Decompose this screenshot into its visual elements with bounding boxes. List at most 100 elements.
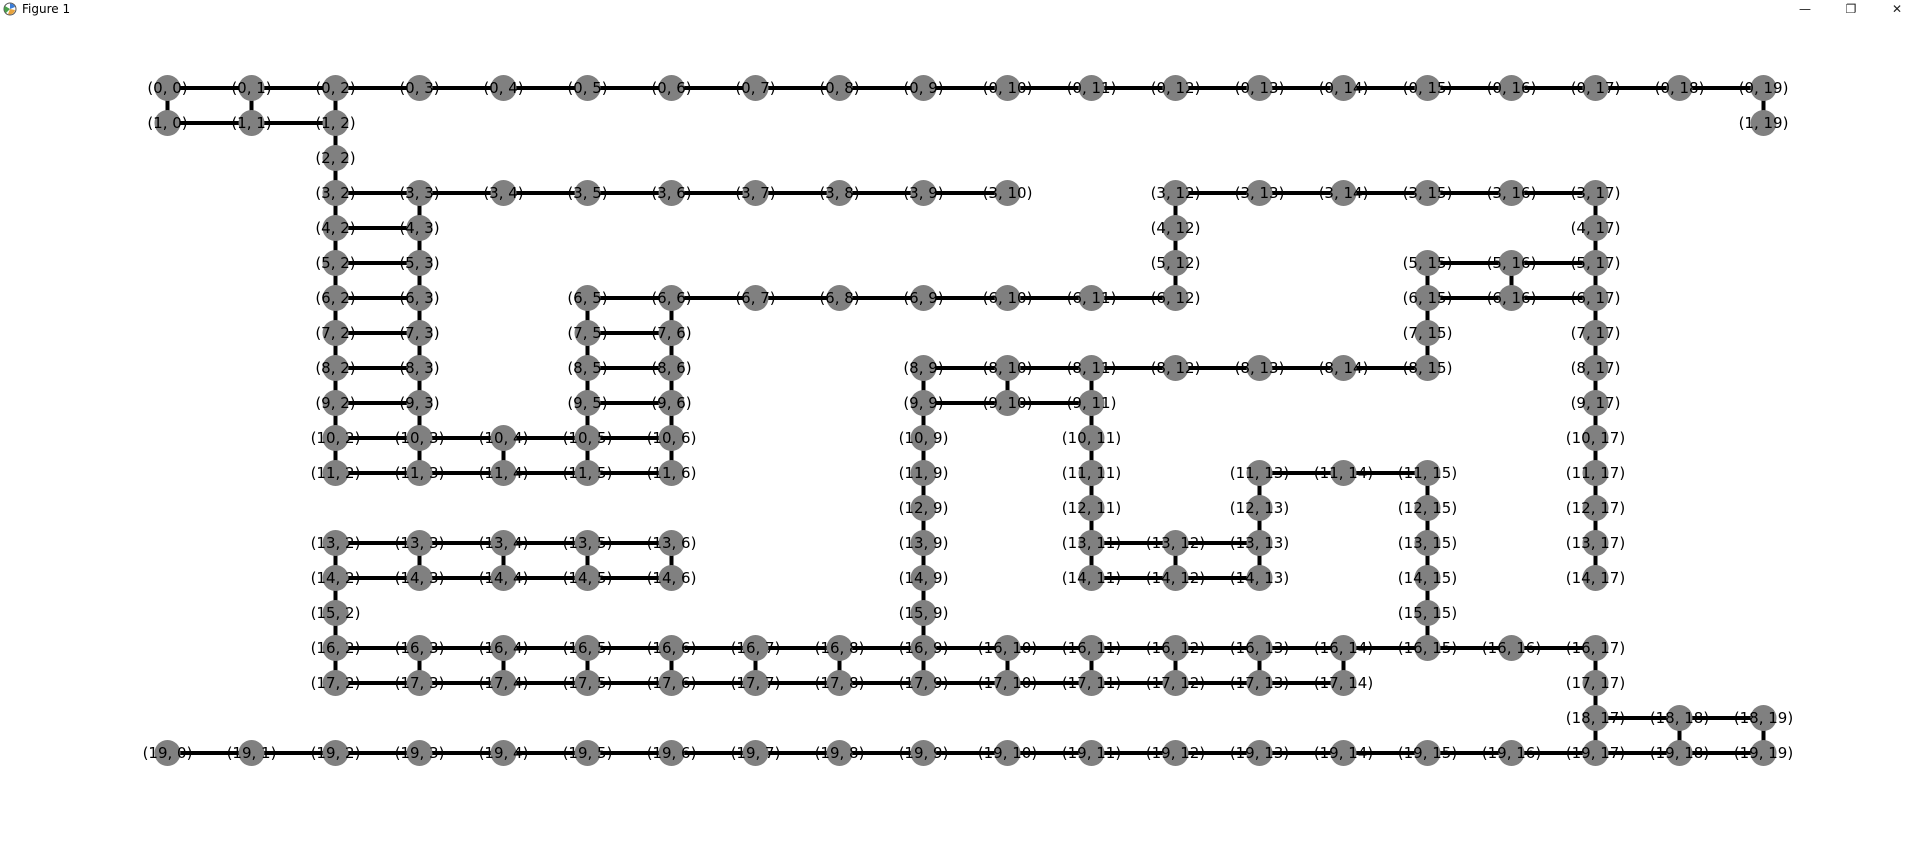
graph-node bbox=[406, 320, 433, 346]
graph-node bbox=[910, 635, 937, 661]
graph-node bbox=[238, 740, 265, 766]
graph-node bbox=[994, 635, 1021, 661]
node-label: (0, 13) bbox=[1235, 79, 1285, 97]
node-label: (6, 7) bbox=[735, 289, 775, 307]
node-label: (19, 10) bbox=[978, 744, 1037, 762]
graph-node bbox=[322, 530, 349, 556]
graph-node bbox=[994, 75, 1021, 101]
graph-node bbox=[1162, 180, 1189, 206]
graph-node bbox=[574, 740, 601, 766]
node-label: (16, 14) bbox=[1314, 639, 1373, 657]
node-label: (8, 9) bbox=[903, 359, 943, 377]
node-label: (14, 4) bbox=[479, 569, 529, 587]
node-label: (8, 15) bbox=[1403, 359, 1453, 377]
graph-node bbox=[406, 670, 433, 696]
graph-node bbox=[322, 180, 349, 206]
graph-node bbox=[1582, 460, 1609, 486]
minimize-button[interactable]: — bbox=[1799, 2, 1811, 16]
graph-node bbox=[490, 180, 517, 206]
graph-node bbox=[1666, 740, 1693, 766]
graph-node bbox=[1162, 565, 1189, 591]
graph-node bbox=[658, 355, 685, 381]
node-label: (6, 11) bbox=[1067, 289, 1117, 307]
node-label: (1, 1) bbox=[231, 114, 271, 132]
node-label: (8, 2) bbox=[315, 359, 355, 377]
graph-node bbox=[1414, 75, 1441, 101]
graph-node bbox=[1330, 460, 1357, 486]
graph-node bbox=[994, 355, 1021, 381]
graph-node bbox=[1246, 565, 1273, 591]
graph-node bbox=[1414, 180, 1441, 206]
node-label: (17, 11) bbox=[1062, 674, 1121, 692]
graph-node bbox=[1246, 635, 1273, 661]
graph-node bbox=[574, 425, 601, 451]
graph-node bbox=[1582, 320, 1609, 346]
graph-node bbox=[658, 635, 685, 661]
node-label: (10, 5) bbox=[563, 429, 613, 447]
node-label: (3, 4) bbox=[483, 184, 523, 202]
graph-node bbox=[574, 635, 601, 661]
graph-node bbox=[1330, 670, 1357, 696]
graph-node bbox=[574, 285, 601, 311]
graph-node bbox=[1582, 355, 1609, 381]
node-label: (0, 7) bbox=[735, 79, 775, 97]
graph-node bbox=[406, 355, 433, 381]
graph-node bbox=[406, 740, 433, 766]
node-label: (12, 13) bbox=[1230, 499, 1289, 517]
graph-node bbox=[910, 285, 937, 311]
node-label: (3, 13) bbox=[1235, 184, 1285, 202]
node-label: (0, 18) bbox=[1655, 79, 1705, 97]
graph-node bbox=[910, 390, 937, 416]
node-label: (11, 3) bbox=[395, 464, 445, 482]
node-label: (19, 5) bbox=[563, 744, 613, 762]
node-label: (13, 12) bbox=[1146, 534, 1205, 552]
graph-node bbox=[1162, 250, 1189, 276]
node-label: (9, 5) bbox=[567, 394, 607, 412]
restore-button[interactable]: ❐ bbox=[1845, 2, 1857, 16]
graph-node bbox=[658, 565, 685, 591]
graph-node bbox=[658, 75, 685, 101]
node-label: (12, 15) bbox=[1398, 499, 1457, 517]
graph-node bbox=[574, 75, 601, 101]
node-label: (0, 11) bbox=[1067, 79, 1117, 97]
node-label: (17, 13) bbox=[1230, 674, 1289, 692]
node-label: (11, 13) bbox=[1230, 464, 1289, 482]
node-label: (3, 5) bbox=[567, 184, 607, 202]
node-label: (13, 3) bbox=[395, 534, 445, 552]
graph-node bbox=[910, 740, 937, 766]
node-label: (14, 9) bbox=[899, 569, 949, 587]
graph-node bbox=[406, 250, 433, 276]
graph-node bbox=[658, 530, 685, 556]
node-label: (11, 6) bbox=[647, 464, 697, 482]
close-button[interactable]: ✕ bbox=[1891, 2, 1903, 16]
graph-node bbox=[1666, 705, 1693, 731]
node-label: (11, 4) bbox=[479, 464, 529, 482]
node-label: (14, 12) bbox=[1146, 569, 1205, 587]
node-label: (11, 15) bbox=[1398, 464, 1457, 482]
node-label: (16, 5) bbox=[563, 639, 613, 657]
graph-node bbox=[322, 75, 349, 101]
graph-node bbox=[1078, 495, 1105, 521]
node-label: (16, 2) bbox=[311, 639, 361, 657]
graph-node bbox=[1414, 460, 1441, 486]
graph-node bbox=[1246, 460, 1273, 486]
graph-node bbox=[910, 600, 937, 626]
graph-node bbox=[826, 75, 853, 101]
graph-node bbox=[406, 180, 433, 206]
node-label: (2, 2) bbox=[315, 149, 355, 167]
node-label: (3, 2) bbox=[315, 184, 355, 202]
graph-node bbox=[1582, 390, 1609, 416]
graph-node bbox=[910, 495, 937, 521]
graph-node bbox=[406, 635, 433, 661]
graph-node bbox=[1414, 320, 1441, 346]
graph-node bbox=[826, 670, 853, 696]
node-label: (6, 8) bbox=[819, 289, 859, 307]
graph-node bbox=[910, 75, 937, 101]
graph-node bbox=[910, 565, 937, 591]
node-label: (19, 18) bbox=[1650, 744, 1709, 762]
node-label: (19, 13) bbox=[1230, 744, 1289, 762]
node-label: (14, 17) bbox=[1566, 569, 1625, 587]
node-label: (5, 16) bbox=[1487, 254, 1537, 272]
graph-node bbox=[658, 390, 685, 416]
node-label: (6, 17) bbox=[1571, 289, 1621, 307]
